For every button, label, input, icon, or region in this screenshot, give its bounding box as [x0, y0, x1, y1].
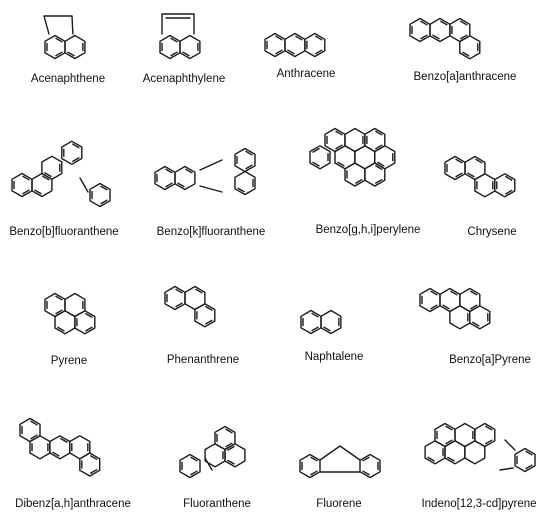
ring-bond [154, 165, 176, 191]
bond [199, 159, 223, 171]
ring-bond [429, 17, 451, 43]
ring-bond [304, 32, 326, 58]
ring-bond [74, 310, 96, 335]
ring-bond [234, 147, 256, 173]
naphtalene-structure [300, 309, 342, 335]
bond [204, 457, 213, 471]
ring-bond [54, 310, 76, 335]
ring-bond [364, 162, 386, 187]
indeno-pyrene-structure [424, 422, 536, 473]
ring-bond [449, 305, 471, 330]
ring-bond [514, 447, 536, 473]
fluoranthene-structure [179, 425, 246, 479]
benzo-b-fluoranthene-label: Benzo[b]fluoranthene [9, 226, 118, 238]
ring-bond [300, 309, 322, 335]
ring-bond [49, 435, 71, 460]
ring-bond [224, 443, 246, 468]
phenanthrene-label: Phenanthrene [167, 354, 239, 366]
ring-bond [194, 303, 216, 328]
ring-bond [419, 287, 441, 313]
ring-bond [89, 182, 111, 208]
ring-bond [64, 34, 86, 60]
benzo-a-pyrene-label: Benzo[a]Pyrene [449, 354, 531, 366]
benzo-k-fluoranthene-label: Benzo[k]fluoranthene [157, 226, 266, 238]
ring-bond [409, 17, 431, 43]
ring-bond [309, 145, 331, 170]
bond [161, 13, 195, 35]
ring-bond [61, 140, 83, 165]
bond [79, 177, 89, 193]
ring-bond [464, 440, 486, 465]
naphtalene-label: Naphtalene [305, 351, 364, 363]
ring-bond [44, 34, 66, 60]
dibenz-ah-anthracene-structure [19, 417, 101, 477]
fluorene-label: Fluorene [316, 498, 361, 510]
ring-bond [264, 32, 286, 58]
acenaphthene-label: Acenaphthene [31, 73, 105, 85]
dibenz-ah-anthracene-label: Dibenz[a,h]anthracene [15, 498, 131, 510]
acenaphthylene-label: Acenaphthylene [143, 73, 225, 85]
ring-bond [474, 173, 496, 198]
benzo-a-pyrene-structure [419, 287, 491, 330]
benzo-k-fluoranthene-structure [154, 147, 256, 196]
ring-bond [469, 305, 491, 330]
ring-bond [299, 453, 321, 479]
ring-bond [344, 162, 366, 187]
pyrene-label: Pyrene [51, 355, 87, 367]
ring-bond [179, 453, 201, 479]
acenaphthylene-structure [159, 13, 201, 60]
benzo-ghi-perylene-structure [309, 127, 396, 187]
benzo-a-anthracene-label: Benzo[a]anthracene [414, 71, 517, 83]
ring-bond [41, 155, 63, 180]
ring-bond [444, 440, 466, 465]
indeno-pyrene-label: Indeno[12,3-cd]pyrene [421, 498, 536, 510]
ring-bond [164, 285, 186, 311]
bond [319, 445, 361, 461]
bond [504, 439, 516, 451]
bond [199, 185, 223, 193]
phenanthrene-structure [164, 285, 216, 328]
anthracene-label: Anthracene [277, 68, 336, 80]
chrysene-structure [444, 155, 516, 198]
fluorene-structure [299, 445, 381, 479]
benzo-ghi-perylene-label: Benzo[g,h,i]perylene [316, 224, 421, 236]
acenaphthene-structure [43, 15, 86, 60]
ring-bond [179, 34, 201, 60]
ring-bond [11, 172, 33, 198]
ring-bond [29, 435, 51, 460]
fluoranthene-label: Fluoranthene [183, 498, 251, 510]
benzo-a-anthracene-structure [409, 17, 481, 60]
ring-bond [494, 173, 516, 198]
ring-bond [424, 440, 446, 465]
pyrene-structure [44, 292, 96, 335]
ring-bond [320, 309, 342, 335]
chrysene-label: Chrysene [467, 226, 516, 238]
ring-bond [359, 453, 381, 479]
anthracene-structure [264, 32, 326, 58]
ring-bond [174, 165, 196, 191]
ring-bond [459, 35, 481, 60]
ring-bond [159, 34, 181, 60]
benzo-b-fluoranthene-structure [11, 140, 111, 208]
bond [43, 15, 74, 35]
ring-bond [79, 452, 101, 477]
ring-bond [444, 155, 466, 181]
ring-bond [284, 32, 306, 58]
ring-bond [234, 170, 256, 196]
bond [499, 467, 514, 471]
